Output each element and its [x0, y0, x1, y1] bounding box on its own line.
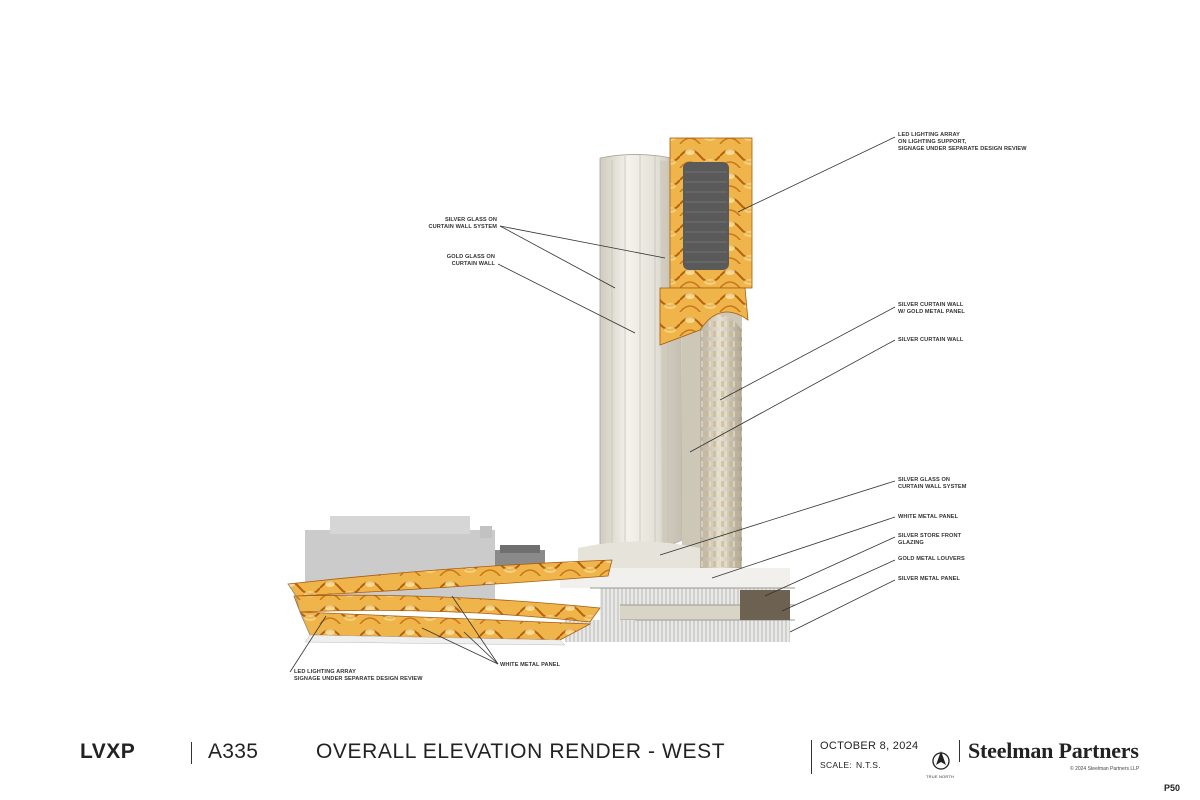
- main-tower: [599, 154, 688, 552]
- led-canopy: [287, 559, 613, 646]
- callout-silver-glass-tower: SILVER GLASS ON CURTAIN WALL SYSTEM: [428, 217, 497, 230]
- sheet-title: OVERALL ELEVATION RENDER - WEST: [316, 740, 726, 763]
- callout-gold-louvers: GOLD METAL LOUVERS: [898, 556, 965, 562]
- firm-logo: Steelman Partners: [968, 738, 1139, 763]
- copyright: © 2024 Steelman Partners LLP: [1070, 766, 1140, 772]
- firm-separator: [959, 740, 961, 762]
- callout-silver-metal-panel: SILVER METAL PANEL: [898, 576, 960, 582]
- callout-white-metal-panel-right: WHITE METAL PANEL: [898, 514, 959, 520]
- page-number: P50: [1164, 783, 1181, 793]
- led-crown: [659, 137, 753, 346]
- leader-lines: [289, 136, 896, 673]
- title-block: LVXP A335 OVERALL ELEVATION RENDER - WES…: [0, 728, 1200, 800]
- callout-led-bottom: LED LIGHTING ARRAY SIGNAGE UNDER SEPARAT…: [294, 669, 423, 682]
- callout-white-metal-panel-bottom: WHITE METAL PANEL: [500, 662, 561, 668]
- scale-label: SCALE:: [820, 760, 853, 770]
- project-name: LVXP: [80, 740, 136, 763]
- callout-silver-store-front: SILVER STORE FRONT GLAZING: [898, 533, 962, 546]
- callout-led-top: LED LIGHTING ARRAY ON LIGHTING SUPPORT, …: [898, 132, 1027, 152]
- callout-gold-glass: GOLD GLASS ON CURTAIN WALL: [446, 254, 495, 267]
- podium: [560, 541, 795, 642]
- title-separator: [191, 742, 193, 764]
- callout-silver-curtain-wall: SILVER CURTAIN WALL: [898, 337, 964, 343]
- date-separator: [811, 740, 813, 774]
- issue-date: OCTOBER 8, 2024: [820, 740, 919, 752]
- cylinder-tower: [682, 300, 742, 575]
- north-arrow-icon: [932, 751, 950, 770]
- sheet-number: A335: [208, 740, 259, 763]
- callout-silver-curtain-gold-panel: SILVER CURTAIN WALL W/ GOLD METAL PANEL: [898, 302, 965, 315]
- callout-silver-glass-base: SILVER GLASS ON CURTAIN WALL SYSTEM: [898, 477, 967, 490]
- elevation-render: [287, 136, 896, 673]
- north-label: TRUE NORTH: [926, 774, 955, 779]
- scale-value: N.T.S.: [856, 760, 881, 770]
